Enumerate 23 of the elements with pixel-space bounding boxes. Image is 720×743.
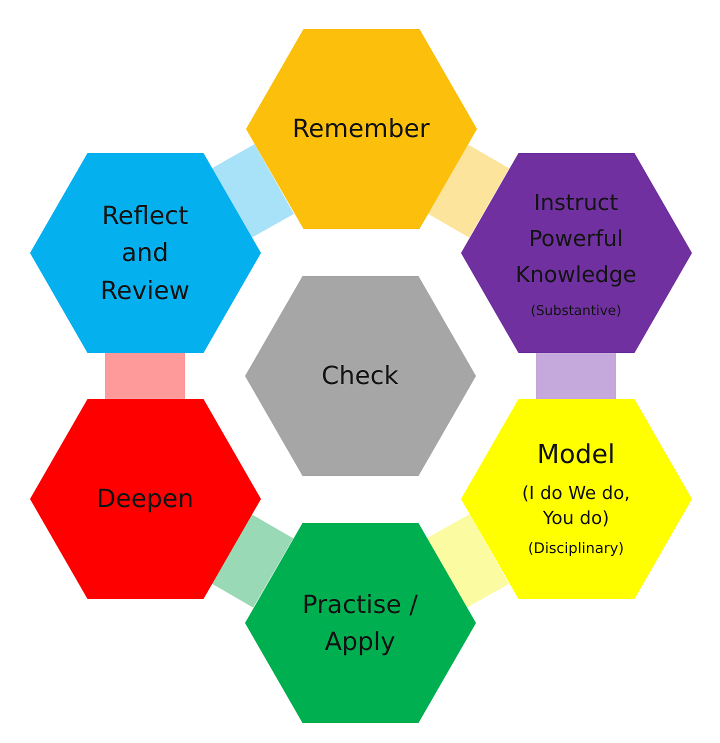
step-hexagon xyxy=(30,399,260,599)
step-title: Practise / Apply xyxy=(301,588,419,658)
connector-band xyxy=(428,144,510,238)
step-title: Check xyxy=(322,360,398,392)
connector-band xyxy=(536,353,616,399)
connector-band xyxy=(212,514,294,608)
step-hexagon xyxy=(244,523,476,723)
step-hexagon xyxy=(460,153,692,353)
connector-band xyxy=(212,144,294,238)
step-note: (Substantive) xyxy=(530,302,622,320)
step-title: Reflect and Review xyxy=(100,200,190,307)
step-title: Instruct Powerful Knowledge xyxy=(516,190,636,290)
connector-band xyxy=(427,514,509,608)
step-hexagon xyxy=(246,29,476,229)
step-title: Remember xyxy=(292,112,430,145)
step-title: Deepen xyxy=(96,482,194,515)
center-hexagon xyxy=(244,276,476,476)
step-hexagon xyxy=(30,153,260,353)
step-hexagon xyxy=(460,399,692,599)
step-note: (I do We do, You do) xyxy=(521,482,631,532)
connector-band xyxy=(105,353,185,399)
step-title: Model xyxy=(536,439,616,472)
step-note: (Disciplinary) xyxy=(528,540,624,558)
